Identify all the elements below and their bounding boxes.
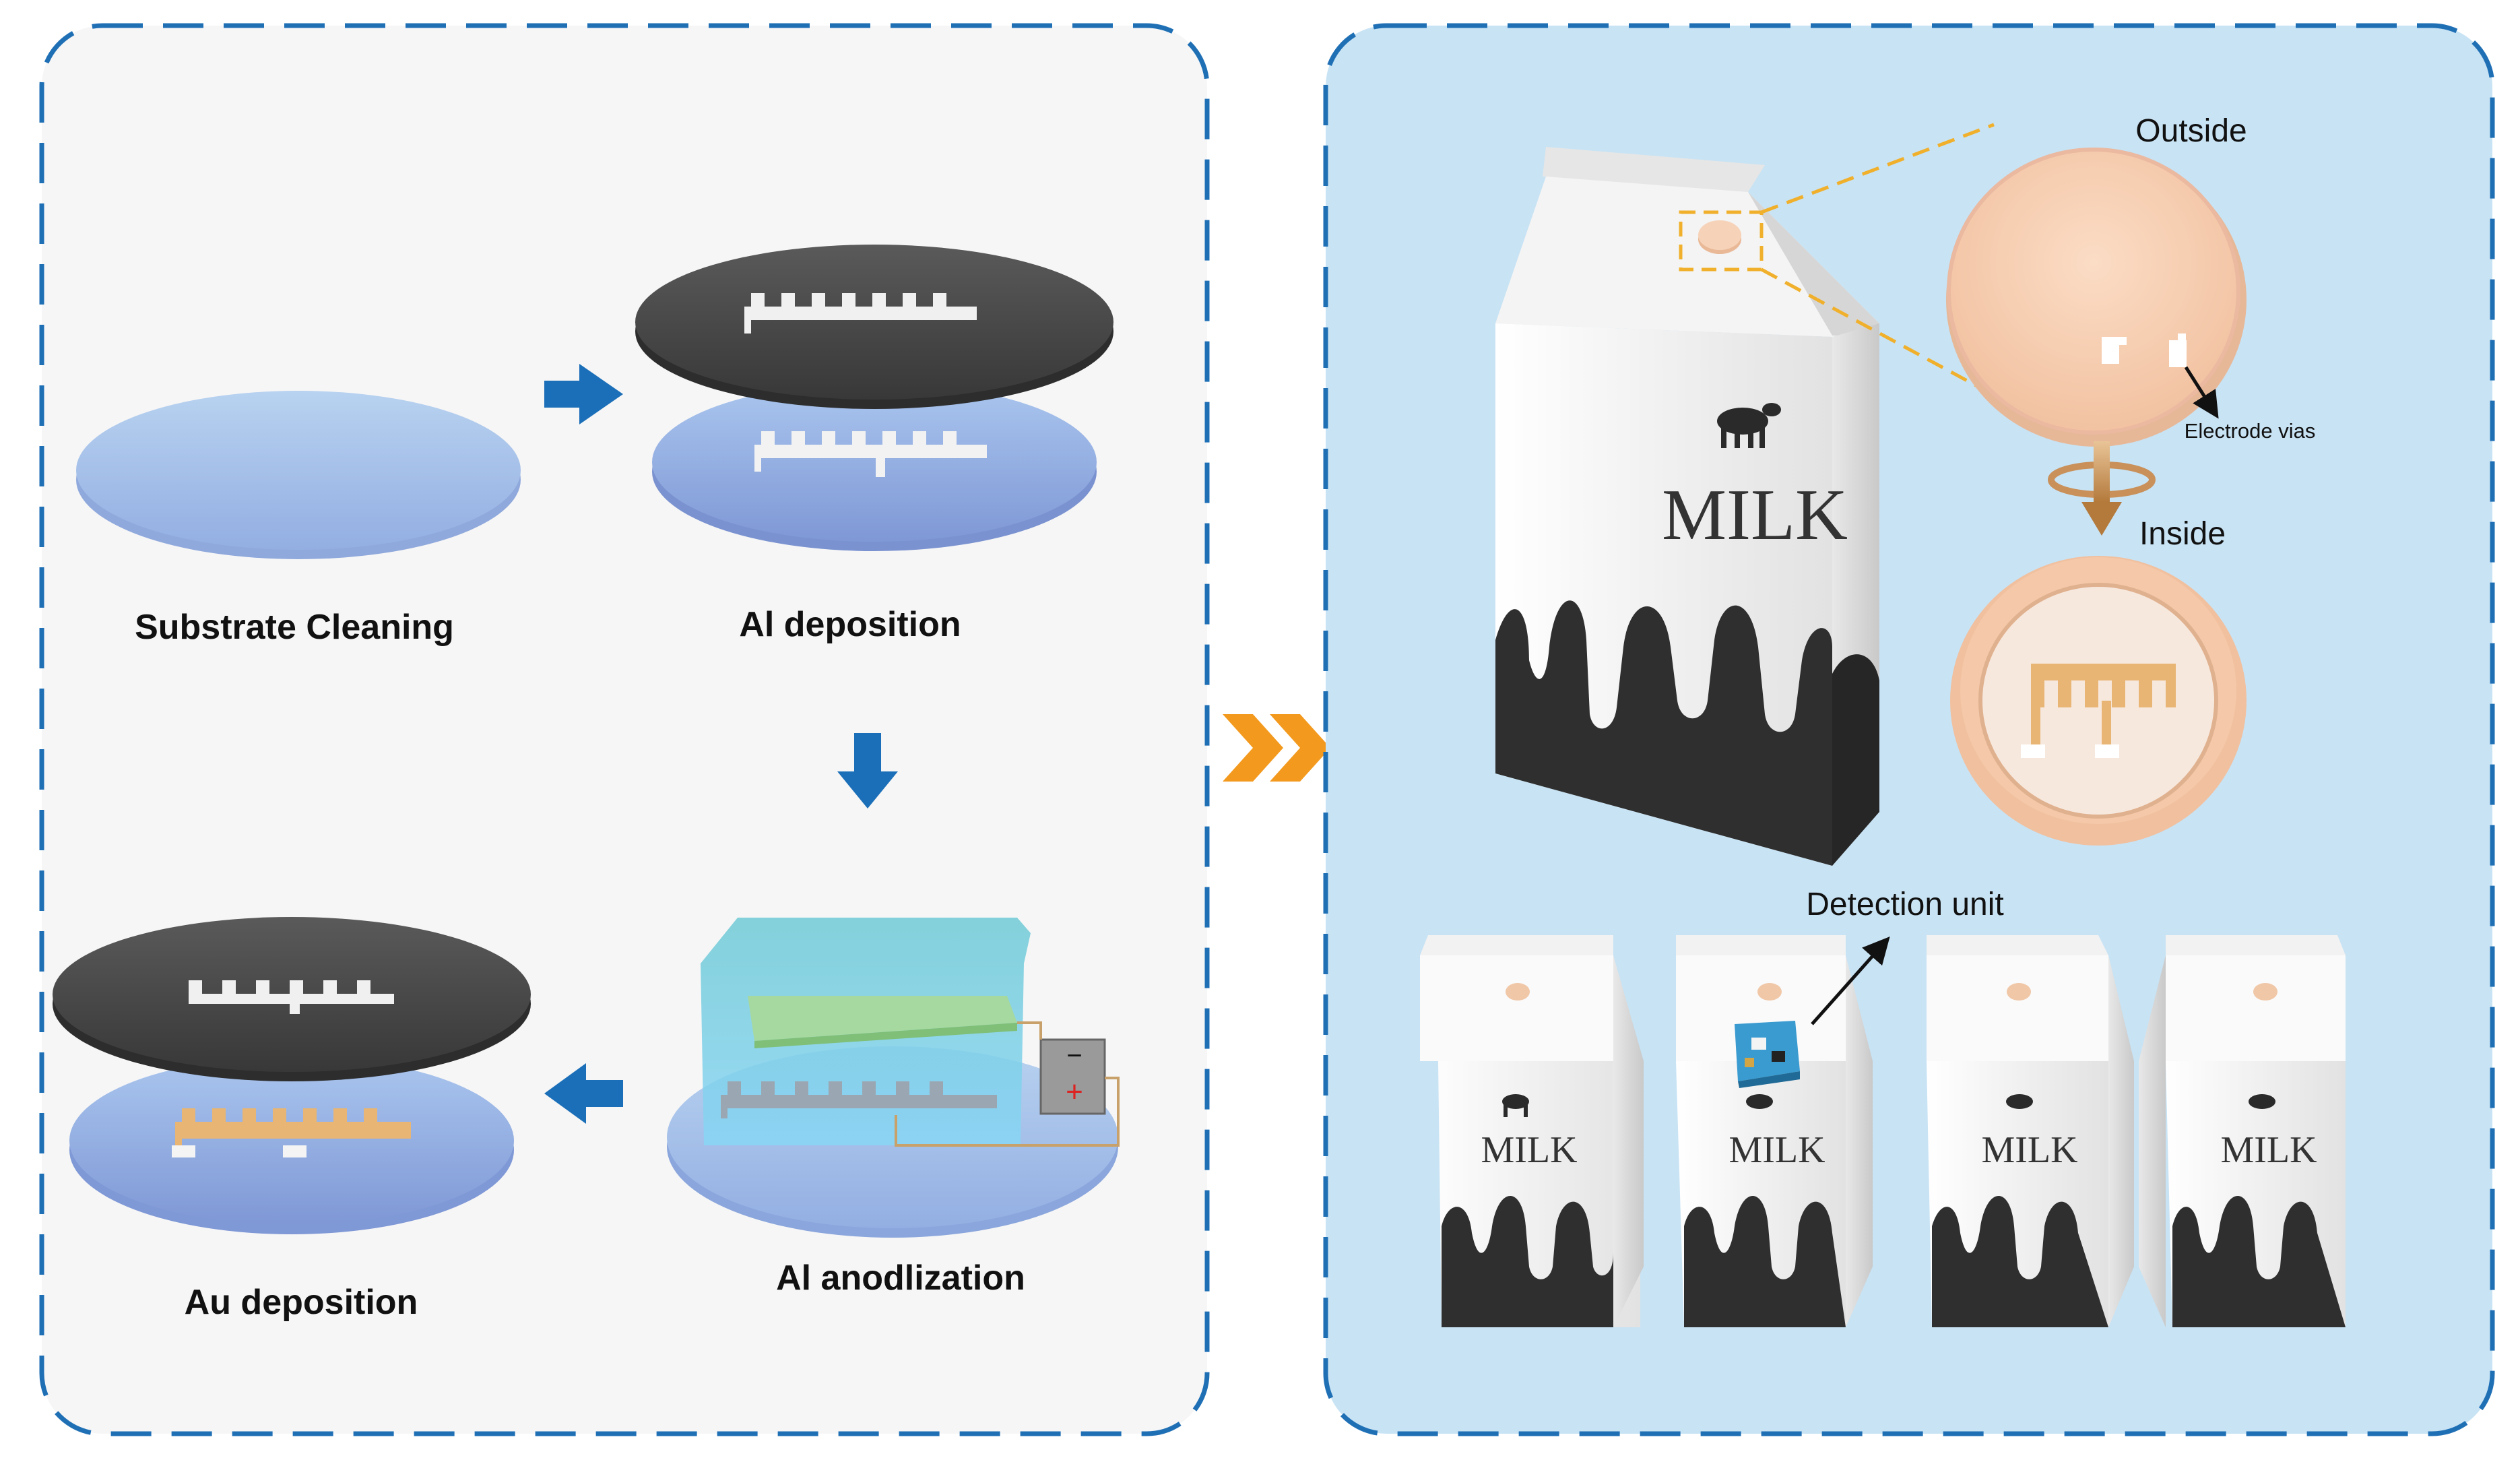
step-label-al-anodization: Al anodlization <box>776 1259 1025 1298</box>
step-al-deposition: Al deposition <box>635 245 1113 644</box>
cow-icon <box>1717 403 1781 448</box>
milk-carton-row: MILK MILK <box>1420 887 2346 1327</box>
carton-text-small-3: MILK <box>1981 1129 2077 1171</box>
svg-text:−: − <box>1066 1041 1082 1071</box>
milk-carton-small-2: MILK <box>1676 935 1890 1327</box>
lid-inside-view: Inside <box>1950 516 2247 846</box>
step-substrate-cleaning: Substrate Cleaning <box>76 391 521 647</box>
milk-carton-large: MILK <box>1495 123 2012 866</box>
detection-unit-label: Detection unit <box>1806 887 2004 922</box>
svg-text:+: + <box>1066 1075 1083 1108</box>
arrow-right-icon <box>544 364 623 424</box>
step-au-deposition: Au deposition <box>53 917 531 1322</box>
au-electrode-inside <box>2031 664 2176 707</box>
rotate-arrow-icon <box>2048 441 2156 536</box>
al-electrode-pattern <box>754 431 987 472</box>
electrode-vias-label: Electrode vias <box>2185 419 2316 443</box>
arrow-down-icon <box>837 733 898 808</box>
step-label-al-deposition: Al deposition <box>739 605 961 644</box>
milk-carton-small-3: MILK <box>1927 935 2134 1327</box>
shadow-mask-pattern <box>744 293 977 334</box>
au-electrode-pattern <box>175 1108 411 1149</box>
carton-text-small-2: MILK <box>1729 1129 1825 1171</box>
lid-outside-view: Outside Electrode vias <box>1946 113 2315 447</box>
step-label-au-deposition: Au deposition <box>185 1283 418 1322</box>
milk-carton-small-4: MILK <box>2139 935 2346 1327</box>
carton-text-small-1: MILK <box>1481 1129 1577 1171</box>
step-label-substrate-cleaning: Substrate Cleaning <box>135 608 454 647</box>
detection-unit-board <box>1735 1021 1800 1088</box>
arrow-left-icon <box>544 1063 623 1124</box>
outside-label: Outside <box>2135 113 2247 149</box>
carton-text-small-4: MILK <box>2220 1129 2317 1171</box>
double-chevron-icon <box>1223 714 1330 782</box>
left-panel: Substrate Cleaning Al deposition <box>39 23 1210 1436</box>
carton-text-large: MILK <box>1662 475 1848 555</box>
step-al-anodization: − + Al anodlization <box>667 918 1120 1298</box>
inside-label: Inside <box>2139 516 2226 552</box>
milk-carton-small-1: MILK <box>1420 935 1644 1327</box>
right-panel: MILK Outside Electrode vias <box>1323 23 2495 1436</box>
